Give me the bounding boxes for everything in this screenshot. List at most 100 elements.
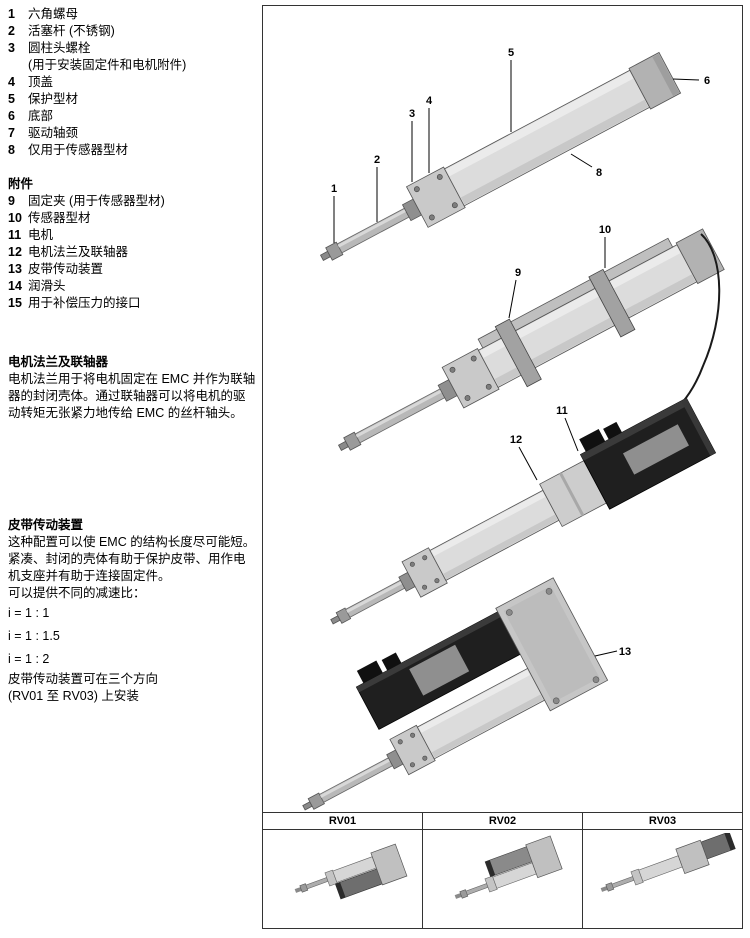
part-number: 11 <box>8 228 22 242</box>
part-label: 传感器型材 <box>28 211 91 225</box>
callout-line-11 <box>564 417 579 452</box>
figure-motor-cylinder <box>330 397 717 625</box>
accessories-heading: 附件 <box>8 177 34 191</box>
rv03-figure <box>600 833 736 892</box>
callout-8: 8 <box>596 167 602 179</box>
figure-basic-cylinder <box>319 51 682 261</box>
rv03-header: RV03 <box>648 815 677 827</box>
part-number: 10 <box>8 211 22 225</box>
belt-section-body-1: 这种配置可以使 EMC 的结构长度尽可能短。 <box>8 535 256 549</box>
callout-line-8 <box>570 153 593 168</box>
accessory-item: 11 电机 <box>8 227 256 244</box>
callout-line-6 <box>672 78 700 81</box>
part-number: 2 <box>8 24 15 38</box>
flange-section-body: 电机法兰用于将电机固定在 EMC 并作为联轴器的封闭壳体。通过联轴器可以将电机的… <box>8 372 256 420</box>
rv-table-header-row: RV01 RV02 RV03 <box>263 813 742 830</box>
part-number: 1 <box>8 7 15 21</box>
rv01-header: RV01 <box>263 813 423 829</box>
part-label: 仅用于传感器型材 <box>28 143 129 157</box>
callout-line-13 <box>594 650 618 657</box>
cylinder-figures: 5 6 4 3 2 1 8 9 10 11 <box>302 47 725 811</box>
ratio-item: i = 1 : 1 <box>8 606 50 620</box>
part-label: 圆柱头螺栓 <box>28 41 91 55</box>
parts-list: 1 六角螺母 2 活塞杆 (不锈钢) 3 圆柱头螺栓 (用于安装固定件和电机附件… <box>8 6 256 159</box>
rv02-figure <box>454 835 563 899</box>
part-number: 9 <box>8 194 15 208</box>
parts-item: 3 圆柱头螺栓 <box>8 40 256 57</box>
rv03-cell <box>583 830 742 928</box>
rv-orientation-table: RV01 RV02 RV03 <box>263 812 742 928</box>
parts-item: 6 底部 <box>8 108 256 125</box>
parts-item: 2 活塞杆 (不锈钢) <box>8 23 256 40</box>
ratio-intro: 可以提供不同的减速比： <box>8 586 146 600</box>
part-number: 4 <box>8 75 15 89</box>
mounting-note-line2: (RV01 至 RV03) 上安装 <box>8 689 139 703</box>
callout-13: 13 <box>619 646 631 658</box>
accessory-item: 15 用于补偿压力的接口 <box>8 295 256 312</box>
ratio-item: i = 1 : 1.5 <box>8 629 60 643</box>
figure-belt-drive-cylinder <box>302 577 609 811</box>
part-label: 用于补偿压力的接口 <box>28 296 141 310</box>
part-label: 底部 <box>28 109 54 123</box>
callout-1: 1 <box>331 183 337 195</box>
part-label: 保护型材 <box>28 92 79 106</box>
rv01-figure <box>294 843 407 900</box>
part-label-sub: (用于安装固定件和电机附件) <box>28 58 187 72</box>
callout-9: 9 <box>515 267 521 279</box>
rv-table-body-row <box>263 830 742 928</box>
part-number: 5 <box>8 92 15 106</box>
callout-11: 11 <box>556 405 568 417</box>
part-number: 14 <box>8 279 22 293</box>
figure-sensor-cylinder <box>337 228 725 451</box>
part-label: 皮带传动装置 <box>28 262 104 276</box>
parts-item: 1 六角螺母 <box>8 6 256 23</box>
flange-section-heading: 电机法兰及联轴器 <box>8 355 109 369</box>
part-label: 顶盖 <box>28 75 54 89</box>
ratio-item: i = 1 : 2 <box>8 652 50 666</box>
accessory-item: 13 皮带传动装置 <box>8 261 256 278</box>
callout-3: 3 <box>409 108 415 120</box>
accessory-item: 9 固定夹 (用于传感器型材) <box>8 193 256 210</box>
part-number: 12 <box>8 245 22 259</box>
part-number: 7 <box>8 126 15 140</box>
callout-6: 6 <box>704 75 710 87</box>
figure-panel: 5 6 4 3 2 1 8 9 10 11 <box>262 5 743 929</box>
callout-line-12 <box>518 446 538 481</box>
callout-5: 5 <box>508 47 514 59</box>
callout-10: 10 <box>599 224 611 236</box>
rv01-cell <box>263 830 423 928</box>
part-number: 3 <box>8 41 15 55</box>
part-label: 电机法兰及联轴器 <box>28 245 129 259</box>
part-label: 润滑头 <box>28 279 66 293</box>
part-label: 固定夹 (用于传感器型材) <box>28 194 165 208</box>
part-number: 15 <box>8 296 22 310</box>
rv02-header: RV02 <box>423 813 583 829</box>
part-number: 13 <box>8 262 22 276</box>
accessory-item: 10 传感器型材 <box>8 210 256 227</box>
parts-item: 5 保护型材 <box>8 91 256 108</box>
accessories-list: 9 固定夹 (用于传感器型材) 10 传感器型材 11 电机 12 电机法兰及联… <box>8 193 256 312</box>
belt-section-heading: 皮带传动装置 <box>8 518 84 532</box>
part-number: 6 <box>8 109 15 123</box>
parts-item: 7 驱动轴颈 <box>8 125 256 142</box>
accessory-item: 14 润滑头 <box>8 278 256 295</box>
part-label: 电机 <box>28 228 54 242</box>
rv02-cell <box>423 830 583 928</box>
callout-4: 4 <box>426 95 433 107</box>
legend-column: 1 六角螺母 2 活塞杆 (不锈钢) 3 圆柱头螺栓 (用于安装固定件和电机附件… <box>8 6 256 705</box>
part-label: 驱动轴颈 <box>28 126 79 140</box>
accessory-item: 12 电机法兰及联轴器 <box>8 244 256 261</box>
belt-section-body-2: 紧凑、封闭的壳体有助于保护皮带、用作电机支座并有助于连接固定件。 <box>8 552 246 583</box>
part-number: 8 <box>8 143 15 157</box>
mounting-note-line1: 皮带传动装置可在三个方向 <box>8 672 159 686</box>
callout-2: 2 <box>374 154 380 166</box>
callout-12: 12 <box>510 434 522 446</box>
callout-line-9 <box>508 279 517 319</box>
part-label: 六角螺母 <box>28 7 79 21</box>
parts-item-subline: (用于安装固定件和电机附件) <box>8 57 256 74</box>
part-number-spacer <box>8 57 28 74</box>
figure-callouts: 5 6 4 3 2 1 8 9 10 11 <box>331 47 710 658</box>
part-label: 活塞杆 (不锈钢) <box>28 24 115 38</box>
parts-item: 8 仅用于传感器型材 <box>8 142 256 159</box>
